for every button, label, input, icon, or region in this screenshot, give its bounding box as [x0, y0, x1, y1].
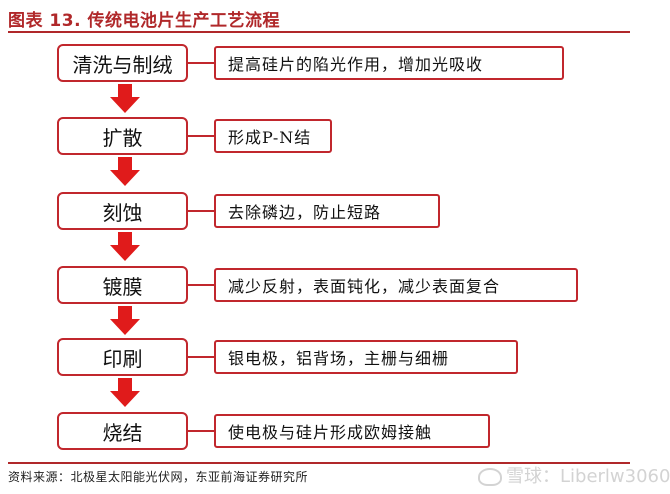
- step-connector: [188, 62, 214, 64]
- step-description-box: 形成P-N结: [214, 119, 332, 153]
- watermark: 雪球：Liberlw3060: [478, 462, 670, 488]
- step-label: 烧结: [102, 420, 143, 445]
- down-arrow-icon: [110, 306, 140, 336]
- step-label: 清洗与制绒: [72, 52, 173, 77]
- step-label: 镀膜: [102, 274, 143, 299]
- step-box-diffusion: 扩散: [57, 117, 188, 155]
- step-label: 扩散: [102, 125, 143, 150]
- step-connector: [188, 284, 214, 286]
- step-connector: [188, 356, 214, 358]
- down-arrow-icon: [110, 232, 140, 262]
- step-box-printing: 印刷: [57, 338, 188, 376]
- snowball-logo-icon: [478, 468, 502, 486]
- step-description: 提高硅片的陷光作用，增加光吸收: [228, 55, 484, 74]
- step-description-box: 提高硅片的陷光作用，增加光吸收: [214, 46, 564, 80]
- watermark-text: 雪球：Liberlw3060: [506, 466, 670, 487]
- step-description: 银电极，铝背场，主栅与细栅: [228, 349, 450, 368]
- footer-rule: [8, 462, 630, 464]
- step-description: 使电极与硅片形成欧姆接触: [228, 423, 433, 442]
- step-box-coating: 镀膜: [57, 266, 188, 304]
- step-description-box: 去除磷边，防止短路: [214, 194, 440, 228]
- step-connector: [188, 135, 214, 137]
- step-connector: [188, 430, 214, 432]
- step-description-box: 使电极与硅片形成欧姆接触: [214, 414, 490, 448]
- step-box-etching: 刻蚀: [57, 192, 188, 230]
- down-arrow-icon: [110, 378, 140, 408]
- title-rule: [8, 31, 630, 33]
- step-label: 刻蚀: [102, 200, 143, 225]
- step-connector: [188, 210, 214, 212]
- step-description-box: 银电极，铝背场，主栅与细栅: [214, 340, 518, 374]
- step-description-box: 减少反射，表面钝化，减少表面复合: [214, 268, 578, 302]
- step-label: 印刷: [102, 346, 143, 371]
- step-description: 形成P-N结: [228, 128, 312, 147]
- step-box-cleaning-texturing: 清洗与制绒: [57, 44, 188, 82]
- step-description: 去除磷边，防止短路: [228, 203, 382, 222]
- step-box-sintering: 烧结: [57, 412, 188, 450]
- step-description: 减少反射，表面钝化，减少表面复合: [228, 277, 501, 296]
- figure-title: 图表 13. 传统电池片生产工艺流程: [8, 11, 280, 31]
- source-note: 资料来源：北极星太阳能光伏网，东亚前海证券研究所: [8, 470, 309, 484]
- down-arrow-icon: [110, 157, 140, 187]
- down-arrow-icon: [110, 84, 140, 114]
